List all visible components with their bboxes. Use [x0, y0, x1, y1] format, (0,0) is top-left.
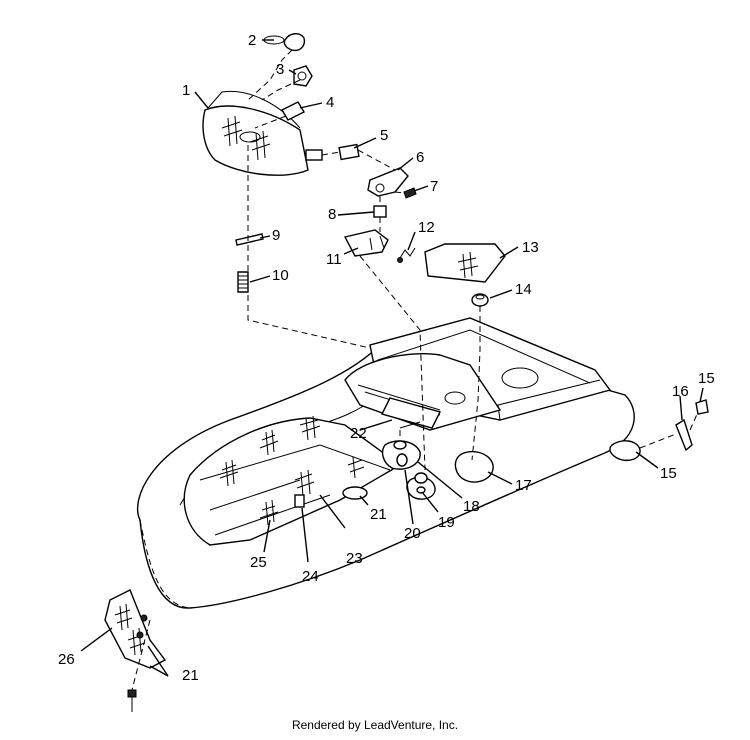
spring-10: [237, 271, 249, 293]
callout-11: 11: [326, 251, 342, 268]
callout-9: 9: [272, 227, 280, 244]
callout-17: 17: [515, 477, 532, 494]
grip-16: [675, 418, 693, 452]
grommet-14: [471, 293, 489, 307]
screw-21-lower: [127, 614, 148, 712]
callout-21-grill: 21: [182, 667, 199, 684]
callout-22: 22: [350, 425, 367, 442]
callout-25: 25: [250, 554, 267, 571]
nut-8: [373, 205, 387, 218]
callout-13: 13: [522, 239, 539, 256]
spring-12: [397, 247, 416, 263]
callout-23: 23: [346, 550, 363, 567]
cover-13: [424, 243, 506, 283]
callout-7: 7: [430, 178, 438, 195]
socket-3: [293, 65, 313, 87]
callout-2: 2: [248, 32, 256, 49]
bracket-11: [343, 229, 389, 257]
callout-14: 14: [515, 281, 532, 298]
callout-3: 3: [276, 61, 284, 78]
callout-19: 19: [438, 514, 455, 531]
clip-4: [281, 101, 305, 121]
assembly-lines: [131, 49, 699, 691]
callout-15-right: 15: [660, 465, 677, 482]
pin-9: [235, 233, 264, 246]
callout-16: 16: [672, 383, 689, 400]
bulb-2: [263, 33, 306, 52]
callout-21-console: 21: [370, 506, 387, 523]
callout-26: 26: [58, 651, 75, 668]
bracket-6: [367, 167, 409, 197]
callout-15-top: 15: [698, 370, 715, 387]
headlight-pod: [202, 90, 323, 176]
callout-1: 1: [182, 82, 190, 99]
callout-8: 8: [328, 206, 336, 223]
callout-5: 5: [380, 127, 388, 144]
screw-7: [403, 187, 417, 199]
callout-20: 20: [404, 525, 421, 542]
callout-4: 4: [326, 94, 334, 111]
callout-18: 18: [463, 498, 480, 515]
callout-6: 6: [416, 149, 424, 166]
grill-26: [104, 589, 167, 669]
callout-10: 10: [272, 267, 289, 284]
callout-labels: 1 2 3 4 5 6 7 8 9 10 11 12 13 14 15 16 1…: [58, 32, 715, 684]
hood-body: [136, 317, 641, 609]
leader-lines: [80, 39, 704, 677]
render-credit: Rendered by LeadVenture, Inc.: [291, 718, 459, 732]
callout-24: 24: [302, 568, 319, 585]
cap-15: [695, 399, 709, 415]
callout-12: 12: [418, 219, 435, 236]
